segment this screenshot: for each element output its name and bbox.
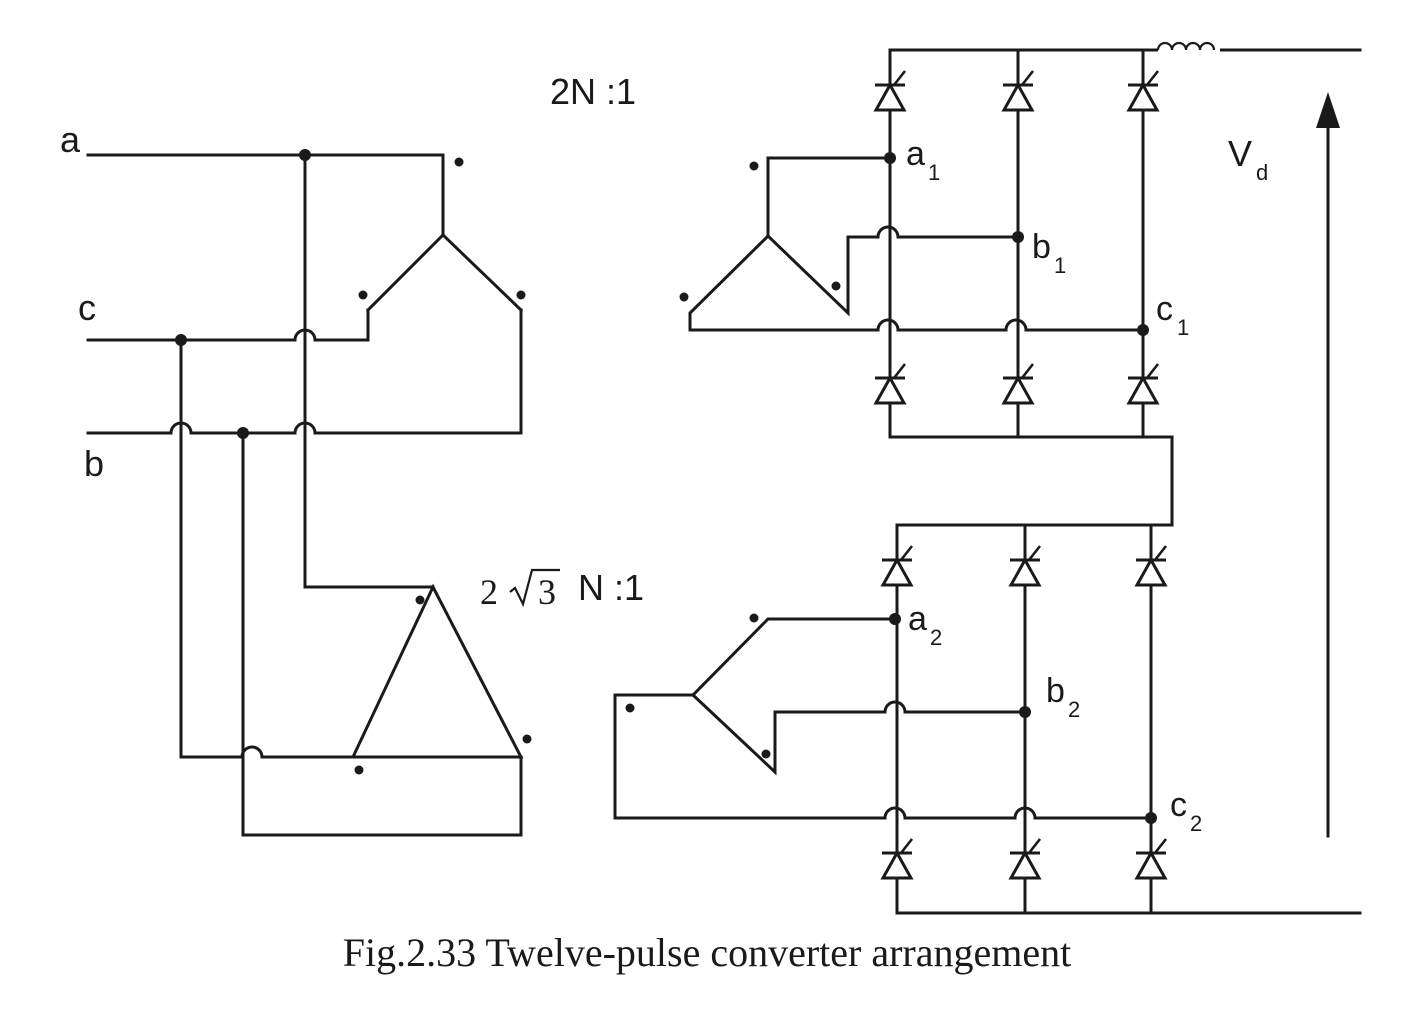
top-bridge [884,48,1362,527]
polarity-dot [761,749,771,759]
node-b1-dot [1012,231,1024,243]
c-to-delta-wire [179,338,355,759]
a-to-delta-wire [303,153,435,589]
svg-text:1: 1 [1054,253,1066,278]
star-primary-winding [358,157,526,313]
bottom-bridge [889,523,1362,915]
vd-sub: d [1256,160,1268,185]
svg-text:1: 1 [928,160,940,185]
node-a1-label: a 1 [906,135,940,185]
svg-text:a: a [906,135,925,173]
primary-verticals [179,153,523,837]
delta-ratio-root: 3 [538,572,556,612]
polarity-dot [415,595,425,605]
polarity-dot [831,281,841,291]
b-to-delta-wire [241,431,523,837]
vd-label: V d [1228,133,1268,185]
phase-c-label: c [78,287,96,328]
line-a-wire [86,153,445,237]
svg-text:b: b [1046,672,1065,710]
vd-main: V [1228,133,1252,174]
wye-ratio-label: 2N :1 [550,71,636,112]
phase-b-label: b [84,443,104,484]
polarity-dot [354,765,364,775]
thyristor-icon [1001,70,1035,112]
node-b2-dot [1019,706,1031,718]
star-secondary-winding [679,156,1145,332]
phase-a-label: a [60,119,81,160]
delta-ratio-coef: 2 [480,572,498,612]
node-b2-label: b 2 [1046,672,1080,722]
thyristor-icon [1126,363,1160,405]
delta-ratio-rest: N :1 [578,567,644,608]
polarity-dot [516,290,526,300]
delta-ratio-label: 2 3 N :1 [480,567,644,612]
line-c-wire [86,308,370,342]
thyristor-icon [1134,545,1168,587]
polarity-dot [522,734,532,744]
delta-secondary-winding [613,613,1153,820]
polarity-dot [749,613,759,623]
bridge-series-link [888,48,1174,527]
node-c1-label: c 1 [1156,290,1189,340]
polarity-dot [358,290,368,300]
thyristors [873,70,1168,880]
polarity-dot [679,292,689,302]
polarity-dot [454,157,464,167]
svg-text:2: 2 [930,625,942,650]
polarity-dot [625,703,635,713]
dc-voltage-arrow [1316,92,1340,838]
line-b-wire [86,308,523,435]
delta-primary-winding [350,583,532,775]
svg-text:2: 2 [1068,697,1080,722]
node-c2-label: c 2 [1170,786,1202,836]
thyristor-icon [1126,70,1160,112]
sqrt-icon [509,568,560,608]
thyristor-icon [880,545,914,587]
dc-negative-rail [895,523,1362,915]
svg-text:c: c [1156,290,1173,328]
node-a2-label: a 2 [908,600,942,650]
primary-lines [86,149,523,439]
svg-text:c: c [1170,786,1187,824]
thyristor-icon [1134,838,1168,880]
polarity-dot [749,161,759,171]
node-a1-dot [884,152,896,164]
svg-text:b: b [1032,228,1051,266]
thyristor-icon [880,838,914,880]
smoothing-inductor [1156,41,1220,56]
thyristor-icon [1008,838,1042,880]
thyristor-icon [1001,363,1035,405]
svg-text:a: a [908,600,927,638]
thyristor-icon [873,70,907,112]
figure-caption: Fig.2.33 Twelve-pulse converter arrangem… [343,930,1071,975]
node-c1-dot [1137,324,1149,336]
svg-text:2: 2 [1190,811,1202,836]
thyristor-icon [1008,545,1042,587]
svg-text:1: 1 [1177,315,1189,340]
node-a2-dot [889,613,901,625]
node-b1-label: b 1 [1032,228,1066,278]
thyristor-icon [873,363,907,405]
node-c2-dot [1145,812,1157,824]
